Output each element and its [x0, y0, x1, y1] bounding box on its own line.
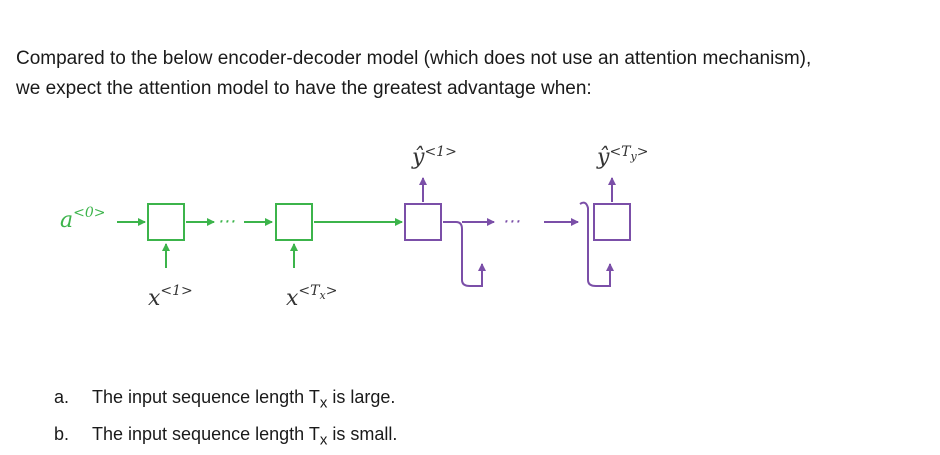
- question-line-2: we expect the attention model to have th…: [16, 78, 592, 99]
- input-label-first: x<1>: [148, 283, 193, 311]
- option-b[interactable]: b. The input sequence length Tx is small.: [54, 419, 397, 455]
- output-label-last: ŷ<Ty>: [596, 144, 648, 170]
- answer-options: a.The input sequence length Tx is large.…: [54, 382, 397, 455]
- option-text-end: is small.: [327, 423, 398, 444]
- encoder-cell-1: [147, 203, 185, 241]
- option-text: The input sequence length T: [92, 423, 320, 444]
- decoder-cell-last: [593, 203, 631, 241]
- option-a[interactable]: a. The input sequence length Tx is large.: [54, 382, 397, 419]
- decoder-ellipsis: ⋯: [502, 211, 520, 232]
- encoder-ellipsis: ⋯: [217, 211, 235, 232]
- question-text: Compared to the below encoder-decoder mo…: [16, 44, 926, 104]
- option-subscript: x: [319, 431, 328, 449]
- encoder-cell-last: [275, 203, 313, 241]
- decoder-cell-1: [404, 203, 442, 241]
- option-subscript: x: [319, 394, 328, 412]
- option-text-end: is large.: [327, 387, 396, 407]
- input-label-last: x<Tx>: [286, 283, 337, 311]
- option-letter: b.: [54, 423, 70, 444]
- option-text: The input sequence length T: [92, 387, 320, 407]
- initial-activation-label: a<0>: [60, 205, 106, 233]
- output-label-first: ŷ<1>: [411, 144, 457, 170]
- option-letter: a.: [54, 387, 70, 407]
- question-line-1: Compared to the below encoder-decoder mo…: [16, 48, 812, 69]
- decoder-feedback-loop-1: [443, 221, 486, 287]
- decoder-feedback-loop-2: [579, 201, 614, 287]
- encoder-decoder-diagram: a<0> x<1> ⋯ x<Tx> ŷ<1> ⋯ ŷ<Ty>: [60, 144, 648, 311]
